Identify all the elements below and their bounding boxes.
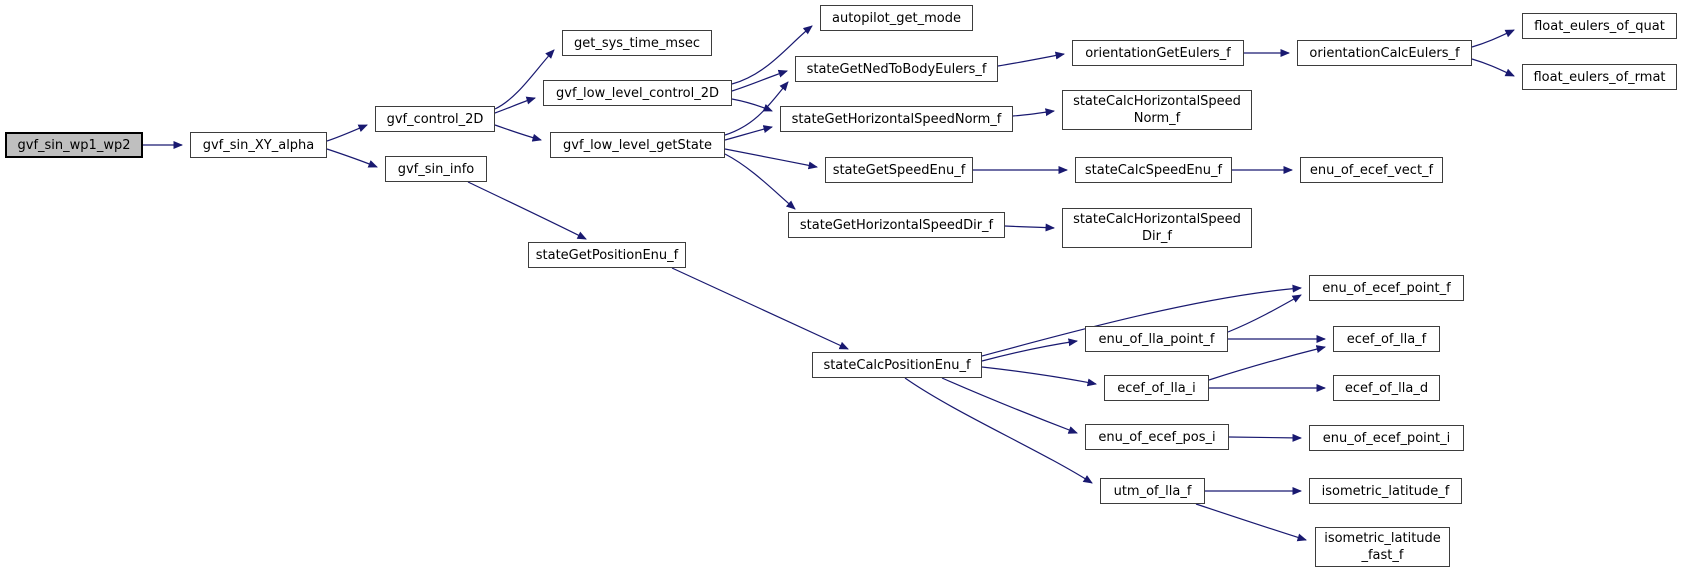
graph-node-gvf_control_2D[interactable]: gvf_control_2D bbox=[375, 106, 495, 132]
edge-stateCalcPositionEnu_f-to-ecef_of_lla_i bbox=[981, 366, 1097, 387]
edge-enu_of_lla_point_f-to-enu_of_ecef_point_f bbox=[1227, 294, 1302, 333]
edge-utm_of_lla_f-to-isometric_latitude_fast_f bbox=[1195, 503, 1307, 542]
graph-node-enu_of_ecef_pos_i[interactable]: enu_of_ecef_pos_i bbox=[1085, 424, 1229, 450]
edge-ecef_of_lla_i-to-ecef_of_lla_f bbox=[1208, 345, 1326, 381]
graph-node-stateGetHorizontalSpeedNorm_f[interactable]: stateGetHorizontalSpeedNorm_f bbox=[780, 106, 1013, 132]
graph-node-stateGetHorizontalSpeedDir_f[interactable]: stateGetHorizontalSpeedDir_f bbox=[788, 212, 1005, 238]
graph-node-gvf_sin_XY_alpha[interactable]: gvf_sin_XY_alpha bbox=[190, 132, 327, 158]
edge-gvf_sin_XY_alpha-to-gvf_control_2D bbox=[326, 124, 368, 142]
edge-stateCalcPositionEnu_f-to-enu_of_ecef_point_f bbox=[981, 284, 1302, 357]
edge-gvf_low_level_getState-to-stateGetSpeedEnu_f bbox=[724, 148, 818, 170]
graph-node-enu_of_ecef_point_f[interactable]: enu_of_ecef_point_f bbox=[1309, 275, 1464, 301]
edge-stateGetPositionEnu_f-to-stateCalcPositionEnu_f bbox=[671, 267, 849, 350]
graph-node-stateGetPositionEnu_f[interactable]: stateGetPositionEnu_f bbox=[528, 242, 686, 268]
graph-node-isometric_latitude_fast_f[interactable]: isometric_latitude _fast_f bbox=[1315, 527, 1450, 567]
graph-node-stateCalcHorizontalSpeedNorm_f[interactable]: stateCalcHorizontalSpeed Norm_f bbox=[1062, 90, 1252, 130]
graph-node-gvf_low_level_control_2D[interactable]: gvf_low_level_control_2D bbox=[543, 80, 732, 106]
graph-node-gvf_low_level_getState[interactable]: gvf_low_level_getState bbox=[550, 132, 725, 158]
edge-gvf_control_2D-to-gvf_low_level_control_2D bbox=[494, 96, 536, 114]
edge-gvf_control_2D-to-get_sys_time_msec bbox=[494, 49, 555, 110]
graph-node-stateCalcHorizontalSpeedDir_f[interactable]: stateCalcHorizontalSpeed Dir_f bbox=[1062, 208, 1252, 248]
edge-stateGetNedToBodyEulers_f-to-orientationGetEulers_f bbox=[997, 51, 1065, 67]
graph-node-stateGetNedToBodyEulers_f[interactable]: stateGetNedToBodyEulers_f bbox=[795, 56, 998, 82]
graph-node-autopilot_get_mode[interactable]: autopilot_get_mode bbox=[820, 5, 973, 31]
edge-gvf_low_level_control_2D-to-stateGetNedToBodyEulers_f bbox=[731, 69, 788, 92]
graph-node-stateGetSpeedEnu_f[interactable]: stateGetSpeedEnu_f bbox=[825, 157, 973, 183]
graph-node-float_eulers_of_rmat[interactable]: float_eulers_of_rmat bbox=[1522, 64, 1677, 90]
edge-gvf_control_2D-to-gvf_low_level_getState bbox=[494, 124, 542, 142]
edge-gvf_low_level_control_2D-to-stateGetHorizontalSpeedNorm_f bbox=[731, 98, 773, 112]
graph-node-orientationGetEulers_f[interactable]: orientationGetEulers_f bbox=[1072, 40, 1244, 66]
graph-node-stateCalcPositionEnu_f[interactable]: stateCalcPositionEnu_f bbox=[812, 352, 982, 378]
graph-node-gvf_sin_info[interactable]: gvf_sin_info bbox=[385, 156, 487, 182]
edge-stateCalcPositionEnu_f-to-utm_of_lla_f bbox=[904, 377, 1093, 484]
edge-orientationCalcEulers_f-to-float_eulers_of_rmat bbox=[1471, 58, 1515, 77]
graph-node-ecef_of_lla_i[interactable]: ecef_of_lla_i bbox=[1104, 375, 1209, 401]
graph-node-ecef_of_lla_f[interactable]: ecef_of_lla_f bbox=[1333, 326, 1440, 352]
graph-node-utm_of_lla_f[interactable]: utm_of_lla_f bbox=[1100, 478, 1205, 504]
edge-stateGetHorizontalSpeedNorm_f-to-stateCalcHorizontalSpeedNorm_f bbox=[1012, 108, 1055, 117]
edge-gvf_low_level_getState-to-stateGetHorizontalSpeedNorm_f bbox=[724, 125, 773, 141]
edge-stateCalcPositionEnu_f-to-enu_of_ecef_pos_i bbox=[941, 377, 1078, 434]
graph-node-stateCalcSpeedEnu_f[interactable]: stateCalcSpeedEnu_f bbox=[1075, 157, 1232, 183]
graph-node-ecef_of_lla_d[interactable]: ecef_of_lla_d bbox=[1333, 375, 1440, 401]
graph-node-enu_of_ecef_vect_f[interactable]: enu_of_ecef_vect_f bbox=[1300, 157, 1443, 183]
graph-node-orientationCalcEulers_f[interactable]: orientationCalcEulers_f bbox=[1297, 40, 1472, 66]
edge-enu_of_ecef_pos_i-to-enu_of_ecef_point_i bbox=[1228, 433, 1302, 442]
edge-gvf_sin_XY_alpha-to-gvf_sin_info bbox=[326, 148, 378, 168]
graph-node-isometric_latitude_f[interactable]: isometric_latitude_f bbox=[1309, 478, 1462, 504]
edge-gvf_sin_info-to-stateGetPositionEnu_f bbox=[467, 181, 587, 240]
graph-node-enu_of_lla_point_f[interactable]: enu_of_lla_point_f bbox=[1085, 326, 1228, 352]
graph-node-gvf_sin_wp1_wp2: gvf_sin_wp1_wp2 bbox=[5, 132, 143, 158]
edge-orientationCalcEulers_f-to-float_eulers_of_quat bbox=[1471, 29, 1515, 48]
graph-node-get_sys_time_msec[interactable]: get_sys_time_msec bbox=[562, 30, 712, 56]
graph-node-enu_of_ecef_point_i[interactable]: enu_of_ecef_point_i bbox=[1309, 425, 1464, 451]
edge-stateCalcPositionEnu_f-to-enu_of_lla_point_f bbox=[981, 338, 1078, 362]
graph-node-float_eulers_of_quat[interactable]: float_eulers_of_quat bbox=[1522, 13, 1677, 39]
edge-gvf_low_level_control_2D-to-autopilot_get_mode bbox=[731, 25, 813, 85]
edge-gvf_low_level_getState-to-stateGetNedToBodyEulers_f bbox=[724, 81, 789, 136]
edge-stateGetHorizontalSpeedDir_f-to-stateCalcHorizontalSpeedDir_f bbox=[1004, 223, 1055, 232]
edge-gvf_low_level_getState-to-stateGetHorizontalSpeedDir_f bbox=[724, 153, 796, 210]
